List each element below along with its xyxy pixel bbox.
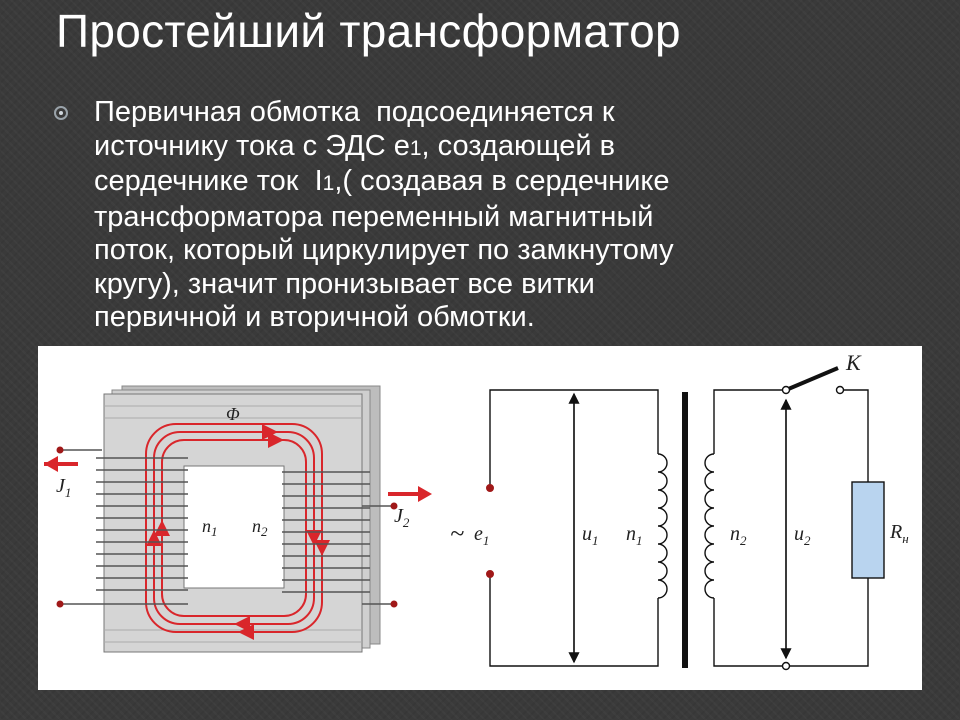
flux-label: Φ — [226, 404, 240, 424]
secondary-bottom-node — [781, 661, 791, 671]
text-line-1: Первичная обмотка подсоединяется к — [94, 96, 615, 128]
load-resistor — [851, 481, 885, 579]
primary-winding — [60, 449, 188, 605]
text-line-6: кругу), значит пронизывает все витки — [94, 267, 595, 300]
secondary-current-arrowhead — [418, 486, 432, 502]
bullet-text: Первичная обмотка подсоединяется к источ… — [94, 96, 814, 335]
text-line-7: первичной и вторичной обмотки. — [94, 301, 535, 333]
secondary-winding — [282, 471, 394, 605]
core-primary-turns-label: n1 — [202, 516, 218, 539]
transformer-svg: Φ n1 n2 J1 J2 ~ e1 u1 n1 n2 u2 K Rн — [44, 350, 909, 671]
circuit-schematic — [489, 366, 869, 667]
transformer-diagram: Φ n1 n2 J1 J2 ~ e1 u1 n1 n2 u2 K Rн — [38, 346, 922, 690]
text-line-2: источнику тока с ЭДС е1, создающей в — [94, 129, 616, 162]
text-line-3: сердечнике ток I1,( создавая в сердечник… — [94, 165, 670, 197]
source-terminal-top — [486, 484, 494, 492]
secondary-coil-label: n2 — [730, 523, 747, 548]
core-bar — [682, 392, 688, 668]
secondary-current-label: J2 — [394, 505, 410, 530]
text-line-5: поток, который циркулирует по замкнутому — [94, 234, 674, 266]
bullet-paragraph: Первичная обмотка подсоединяется к источ… — [54, 96, 914, 335]
switch-contact — [835, 385, 845, 395]
primary-current-label: J1 — [56, 475, 71, 500]
bullet-circle-icon — [54, 106, 68, 120]
secondary-terminal-top — [390, 502, 398, 510]
slide-title: Простейший трансформатор — [56, 5, 681, 57]
secondary-terminal-bottom — [390, 600, 398, 608]
core-secondary-turns-label: n2 — [252, 516, 268, 539]
voltage-1-label: u1 — [582, 523, 599, 548]
voltage-2-label: u2 — [794, 523, 811, 548]
primary-terminal-top — [56, 446, 64, 454]
text-line-4: трансформатора переменный магнитный — [94, 200, 654, 233]
ac-source-symbol: ~ — [450, 519, 464, 548]
load-label: Rн — [889, 521, 909, 546]
primary-coil-label: n1 — [626, 523, 643, 548]
primary-terminal-bottom — [56, 600, 64, 608]
switch-pivot — [781, 385, 791, 395]
emf-label: e1 — [474, 523, 489, 548]
source-terminal-bottom — [486, 570, 494, 578]
switch-label: K — [845, 350, 862, 375]
primary-current-arrowhead — [44, 456, 58, 472]
